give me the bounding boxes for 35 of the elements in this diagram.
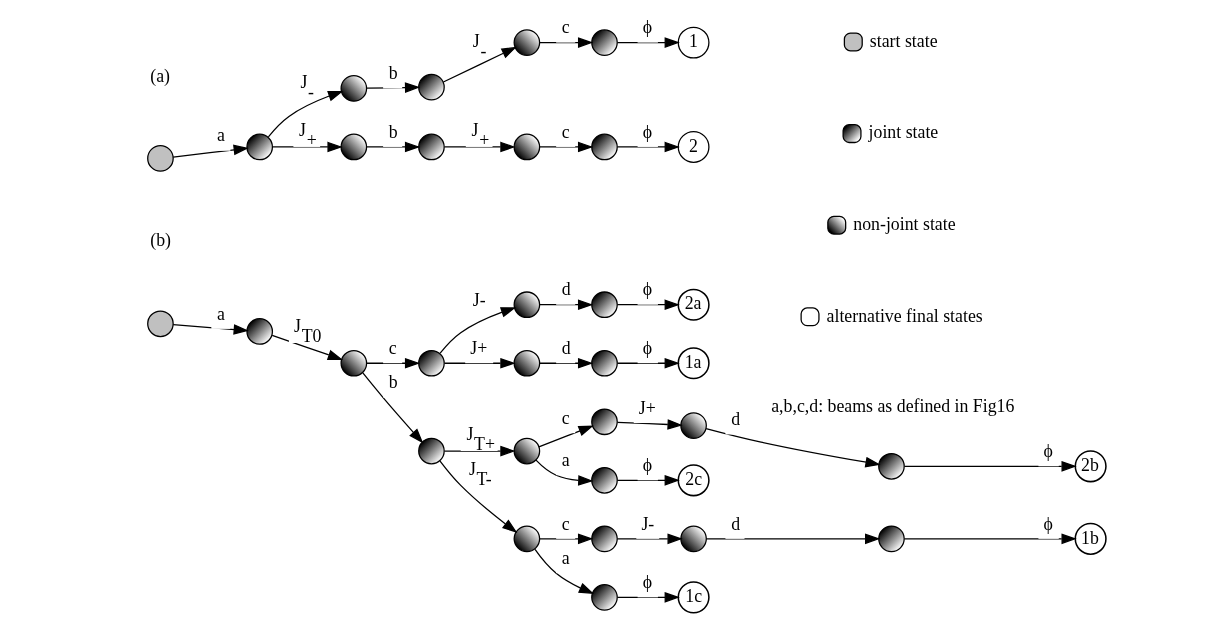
edge-label: ϕ xyxy=(1043,513,1053,534)
edge-label: a xyxy=(561,547,570,568)
edge-label: J+ xyxy=(469,337,487,358)
legend-label: non-joint state xyxy=(852,213,956,234)
legend-label: joint state xyxy=(868,122,938,143)
edge-label: b xyxy=(388,63,398,84)
edge-label: d xyxy=(730,513,740,534)
label: a,b,c,d: beams as defined in Fig16 xyxy=(770,396,1014,417)
edge-label: J- xyxy=(640,513,654,534)
edge-label: c xyxy=(561,513,570,534)
edge-label: d xyxy=(561,279,571,300)
edge-label: c xyxy=(561,407,570,428)
edge-label: ϕ xyxy=(642,17,652,38)
edge-label: ϕ xyxy=(642,121,652,142)
edge-label: J- xyxy=(472,289,486,310)
edge-label: c xyxy=(561,121,570,142)
edge-label: c xyxy=(388,337,397,358)
label: (a) xyxy=(149,65,170,86)
edge-label: b xyxy=(388,372,398,393)
edge-label: c xyxy=(561,17,570,38)
label: (b) xyxy=(149,229,171,250)
legend-label: alternative final states xyxy=(826,305,983,326)
edge-label: a xyxy=(216,303,225,324)
edge-label: d xyxy=(561,337,571,358)
edge-label: d xyxy=(730,409,740,430)
edge-label: a xyxy=(561,449,570,470)
edge-label: J+ xyxy=(638,397,656,418)
legend-label: start state xyxy=(869,30,938,51)
edge-label: ϕ xyxy=(642,337,652,358)
edge-label: ϕ xyxy=(642,455,652,476)
edge-label: ϕ xyxy=(642,279,652,300)
edge-label: ϕ xyxy=(1043,441,1053,462)
edge-label: b xyxy=(388,121,398,142)
edge-label: ϕ xyxy=(642,572,652,593)
edge-label: a xyxy=(216,125,225,146)
